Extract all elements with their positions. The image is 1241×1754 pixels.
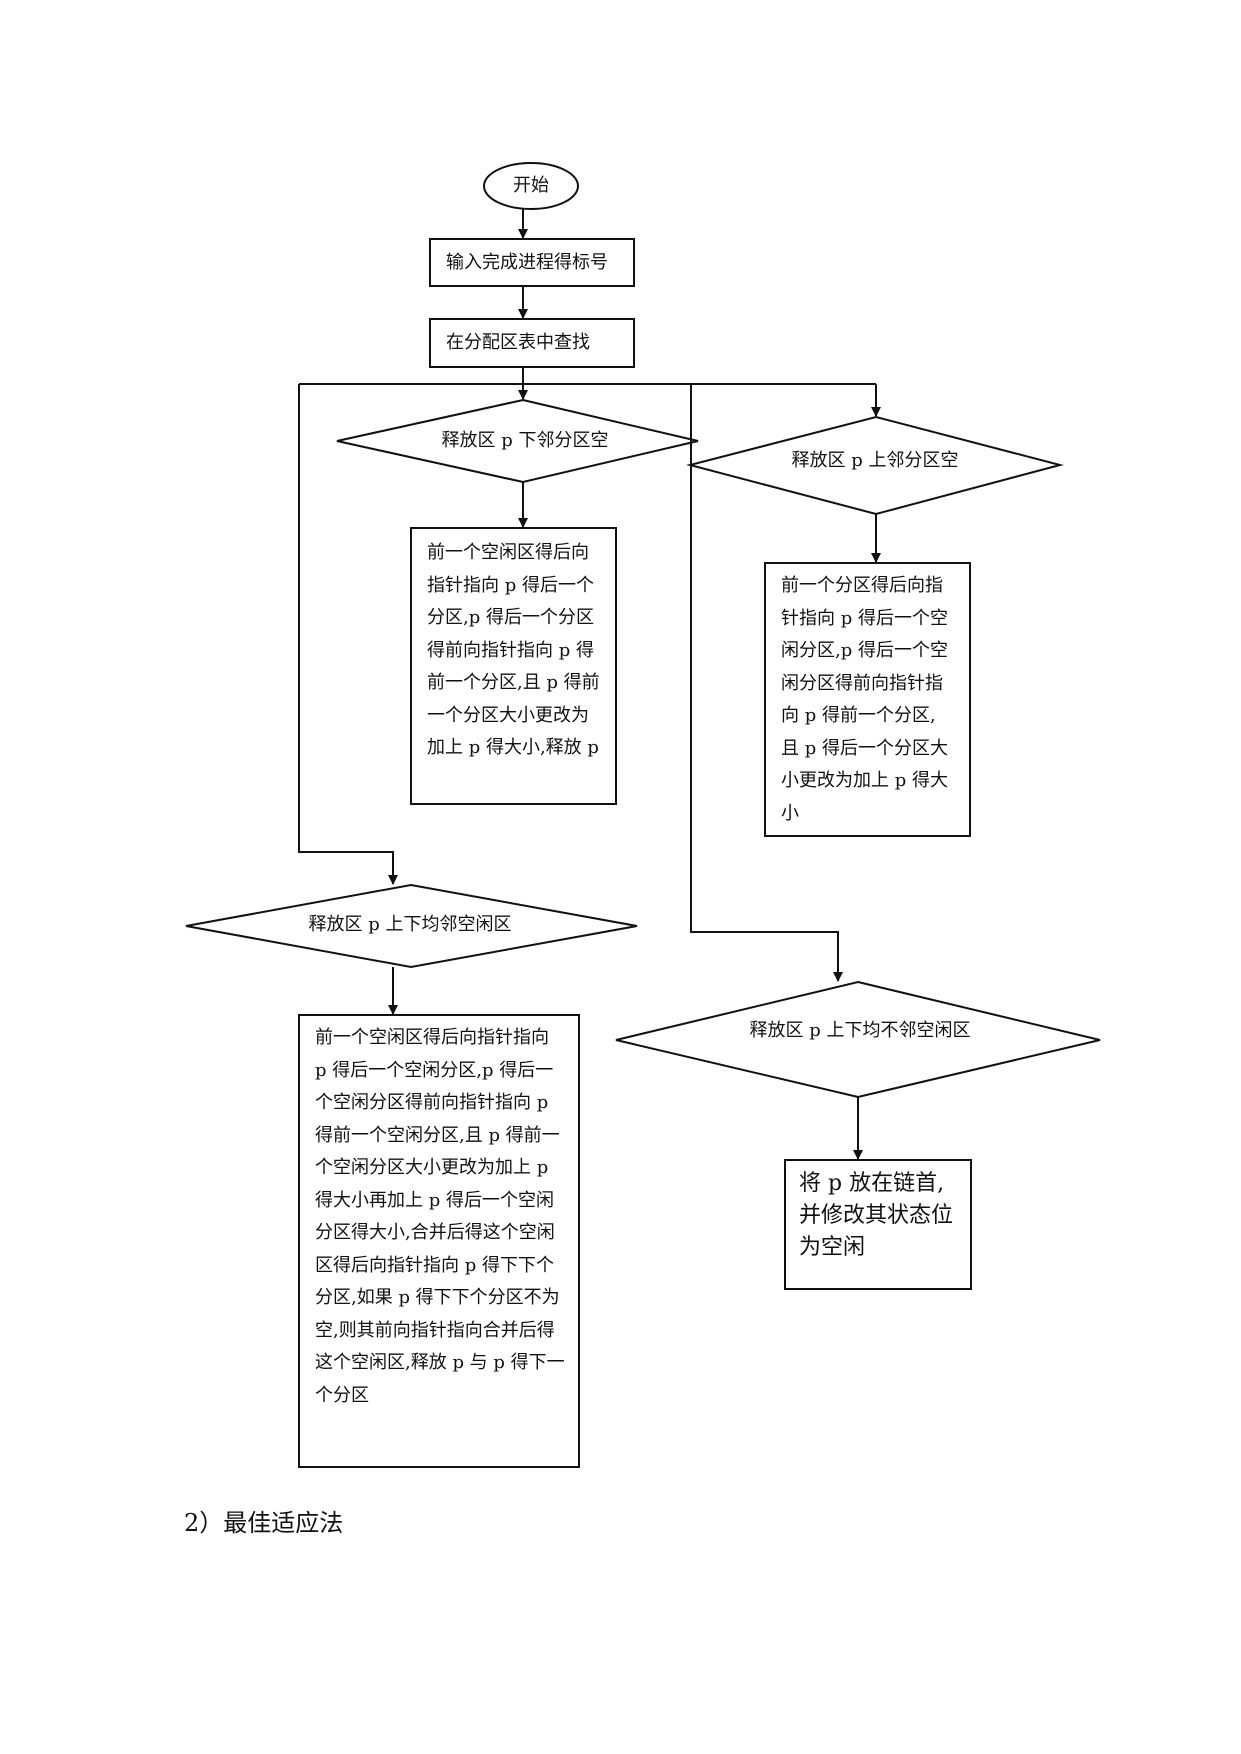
action-both-free-box (298, 1014, 580, 1468)
connector-bus-to-both-decision (298, 384, 398, 885)
action-lower-free-line: 加上 p 得大小,释放 p (427, 737, 599, 758)
action-both-free-line: 个空闲分区大小更改为加上 p (315, 1157, 549, 1178)
action-lower-free-line: 指针指向 p 得后一个 (427, 574, 594, 596)
start-terminal (483, 162, 579, 210)
action-both-free-line: 个分区 (315, 1384, 369, 1406)
action-upper-free-line: 小更改为加上 p 得大 (781, 770, 948, 791)
action-upper-free-line: 且 p 得后一个分区大 (781, 737, 948, 759)
action-lower-free-line: 前一个分区,且 p 得前 (427, 672, 600, 693)
action-upper-free-line: 闲分区得前向指针指 (781, 672, 943, 694)
action-upper-free-box (764, 562, 971, 837)
search-step-label: 在分配区表中查找 (446, 332, 590, 353)
action-both-free-line: 得前一个空闲分区,且 p 得前一 (315, 1124, 560, 1146)
action-both-free-line: 空,则其前向指针指向合并后得 (315, 1319, 555, 1341)
action-none-free-line: 并修改其状态位 (799, 1203, 954, 1228)
action-lower-free-line: 前一个空闲区得后向 (427, 542, 589, 563)
decision-both-free-diamond (185, 883, 638, 969)
action-upper-free-line: 小 (781, 802, 799, 824)
section-heading: 2）最佳适应法 (184, 1509, 344, 1537)
action-both-free-line: 区得后向指针指向 p 得下下个 (315, 1254, 554, 1276)
action-both-free-line: 得大小再加上 p 得后一个空闲 (315, 1189, 554, 1211)
action-none-free-text: 将 p 放在链首, 并修改其状态位 为空闲 (785, 1168, 971, 1264)
action-both-free-line: 分区得大小,合并后得这个空闲 (315, 1222, 555, 1243)
action-both-free-text: 前一个空闲区得后向指针指向 p 得后一个空闲分区,p 得后一 个空闲分区得前向指… (299, 1022, 579, 1412)
action-lower-free-box (410, 527, 617, 805)
search-step-box (429, 318, 635, 368)
action-none-free-line: 为空闲 (799, 1235, 866, 1260)
action-lower-free-text: 前一个空闲区得后向 指针指向 p 得后一个 分区,p 得后一个分区 得前向指针指… (411, 537, 616, 765)
action-both-free-line: 个空闲分区得前向指针指向 p (315, 1092, 549, 1113)
input-step-box (429, 238, 635, 287)
action-upper-free-line: 闲分区,p 得后一个空 (781, 640, 948, 661)
input-step-label: 输入完成进程得标号 (446, 252, 608, 273)
action-lower-free-line: 分区,p 得后一个分区 (427, 607, 594, 628)
action-none-free-box (784, 1159, 972, 1290)
decision-none-free-label: 释放区 p 上下均不邻空闲区 (749, 1020, 971, 1041)
action-upper-free-line: 前一个分区得后向指 (781, 575, 943, 596)
action-none-free-line: 将 p 放在链首, (799, 1171, 945, 1196)
decision-upper-free-label: 释放区 p 上邻分区空 (791, 450, 959, 471)
action-both-free-line: p 得后一个空闲分区,p 得后一 (315, 1059, 554, 1081)
connector-bus-to-none-decision (690, 384, 843, 982)
action-both-free-line: 分区,如果 p 得下下个分区不为 (315, 1287, 560, 1308)
action-both-free-line: 前一个空闲区得后向指针指向 (315, 1027, 549, 1048)
action-upper-free-text: 前一个分区得后向指 针指向 p 得后一个空 闲分区,p 得后一个空 闲分区得前向… (765, 570, 970, 830)
action-lower-free-line: 得前向指针指向 p 得 (427, 639, 594, 661)
action-upper-free-line: 向 p 得前一个分区, (781, 705, 936, 726)
decision-both-free-label: 释放区 p 上下均邻空闲区 (308, 914, 512, 935)
action-upper-free-line: 针指向 p 得后一个空 (781, 607, 948, 629)
start-label: 开始 (513, 175, 549, 196)
decision-lower-free-label: 释放区 p 下邻分区空 (441, 430, 609, 451)
action-lower-free-line: 一个分区大小更改为 (427, 704, 589, 726)
action-both-free-line: 这个空闲区,释放 p 与 p 得下一 (315, 1352, 565, 1373)
